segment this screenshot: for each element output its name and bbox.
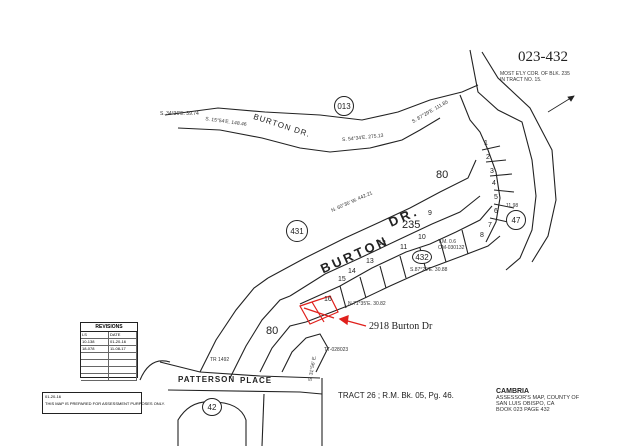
dim-om: OM-030132 (438, 245, 465, 251)
dim-upper-a: S. 34°36'E. 39.74 (160, 111, 199, 117)
revisions-header-date: DATE (109, 332, 137, 338)
lot-7: 7 (488, 222, 492, 229)
revisions-row (81, 353, 137, 360)
notice-date: 01-20-16 (45, 394, 62, 399)
map-number: 023-432 (518, 49, 568, 65)
lot-1: 1 (484, 140, 488, 147)
lot-4: 4 (492, 180, 496, 187)
dim-parcel-se: S.87°29'E. 30.88 (410, 267, 448, 273)
left-block-inner (229, 295, 291, 379)
burton-north-edge (267, 159, 477, 279)
dim-tr-1492: TR 1492 (210, 357, 230, 363)
dim-ym: Y.M. 0.6 (438, 239, 456, 245)
map-ref-circle-431: 431 (286, 220, 308, 242)
dim-arrow: N.71°35'E. 30.82 (348, 301, 386, 307)
patterson-south-edge (167, 389, 323, 395)
burton-south-edge (289, 195, 481, 297)
lot-12: 12 (378, 240, 386, 247)
revisions-header-row: LS DATE (81, 332, 137, 339)
dim-right-11: 11.98 (506, 203, 519, 209)
lot-10: 10 (418, 234, 426, 241)
revisions-row (81, 374, 137, 381)
lot-15: 15 (338, 276, 346, 283)
assessment-notice: THIS MAP IS PREPARED FOR ASSESSMENT PURP… (45, 401, 165, 406)
corner-note-2: IN TRACT NO. 15. (500, 77, 542, 83)
highlighted-parcel (299, 295, 339, 325)
address-annotation: 2918 Burton Dr (369, 321, 433, 332)
lots-front-boundary (299, 205, 493, 305)
upper-road-north-edge (164, 84, 479, 121)
block-80-right: 80 (436, 169, 449, 181)
right-road-outer (469, 49, 537, 271)
cul-de-sac-left (139, 360, 171, 381)
map-ref-circle-013: 013 (334, 96, 354, 116)
upper-road-south-edge (177, 117, 441, 153)
block-80-left: 80 (266, 325, 279, 337)
lot-16: 16 (324, 296, 332, 303)
right-road-far (481, 51, 557, 263)
corner-note-1: MOST E'LY COR. OF BLK. 235 (500, 71, 570, 77)
tract-reference: TRACT 26 ; R.M. Bk. 05, Pg. 46. (338, 391, 454, 400)
lot-8: 8 (480, 232, 484, 239)
lot-5: 5 (494, 194, 498, 201)
lot-6: 6 (494, 208, 498, 215)
lots-rear-boundary (305, 235, 501, 323)
revisions-title: REVISIONS (81, 323, 137, 332)
map-ref-circle-42: 42 (202, 398, 222, 416)
revisions-row (81, 360, 137, 367)
block-235: 235 (402, 219, 421, 231)
dim-tr-028023: TT-028023 (324, 347, 349, 353)
left-block-edge (199, 277, 269, 373)
street-label-place: PLACE (240, 376, 273, 385)
lot-11: 11 (400, 244, 408, 251)
legend-line-2: SAN LUIS OBISPO, CA (496, 401, 555, 407)
lot-13: 13 (366, 258, 374, 265)
assessment-notice-box: 01-20-16 THIS MAP IS PREPARED FOR ASSESS… (42, 392, 165, 414)
legend-title: CAMBRIA (496, 388, 530, 395)
arrow-head (338, 315, 349, 326)
lot-3: 3 (490, 168, 494, 175)
revisions-header-ls: LS (81, 332, 109, 338)
left-block-lot (259, 321, 307, 373)
revisions-row (81, 367, 137, 374)
map-ref-circle-432: 432 (412, 250, 432, 264)
patterson-north-edge (159, 361, 321, 379)
lot-9: 9 (428, 210, 432, 217)
street-label-patterson: PATTERSON (178, 375, 236, 384)
legend-line-3: BOOK 023 PAGE 432 (496, 407, 550, 413)
lot-14: 14 (348, 268, 356, 275)
map-ref-circle-47: 47 (506, 210, 526, 230)
legend-line-1: ASSESSOR'S MAP, COUNTY OF (496, 395, 580, 401)
lot-2: 2 (486, 154, 490, 161)
small-parcels (281, 333, 329, 373)
